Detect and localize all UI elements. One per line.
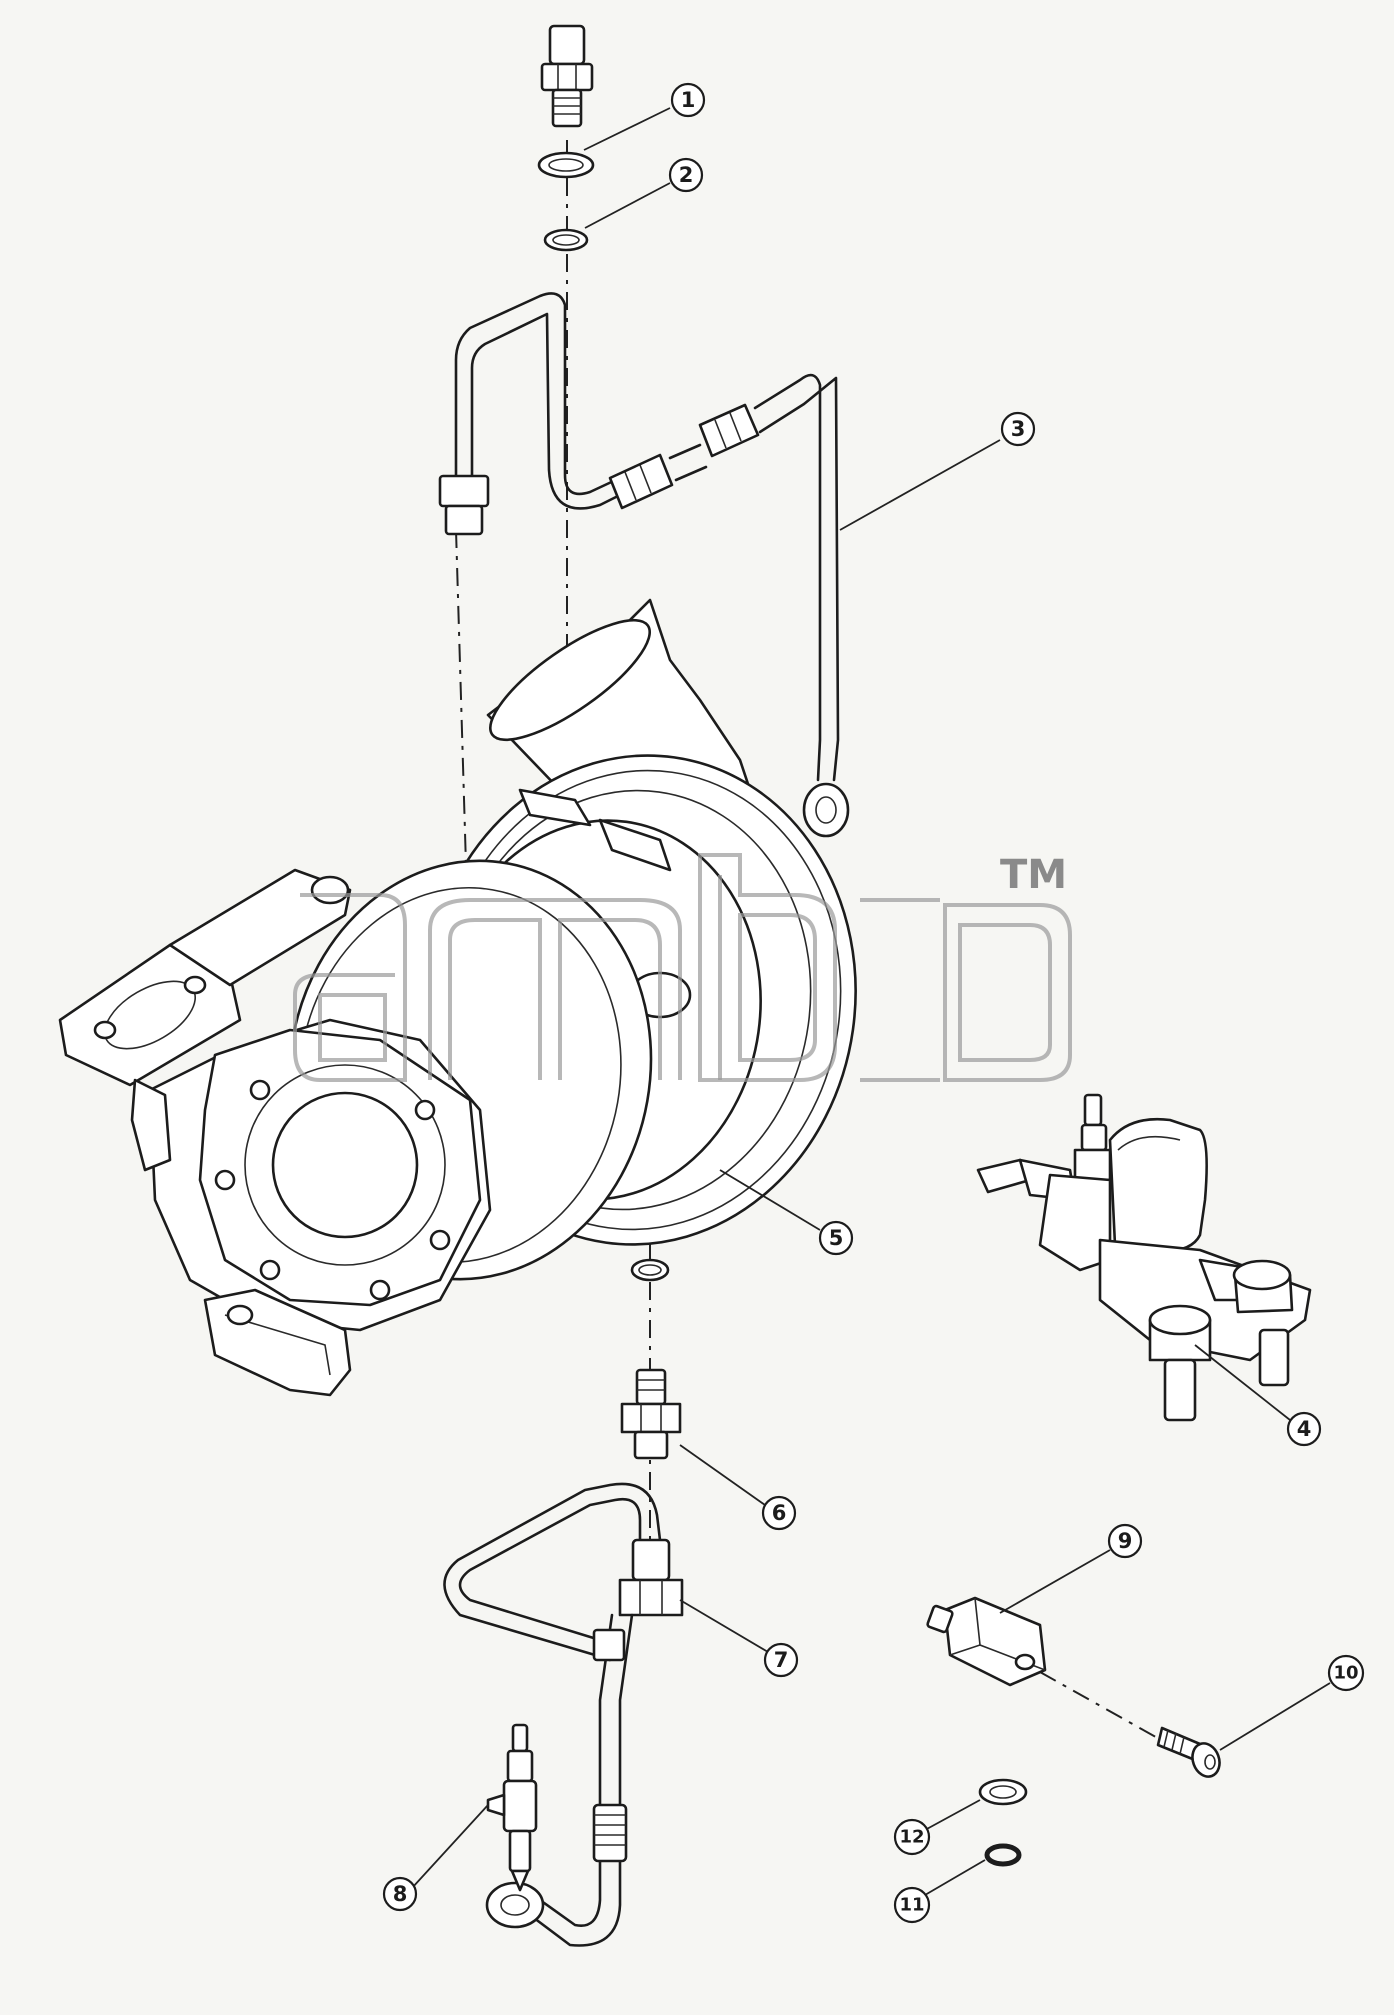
pipe-sleeve-b	[698, 403, 760, 458]
svg-text:3: 3	[1011, 417, 1026, 441]
callout-9: 9	[1107, 1523, 1143, 1559]
leader-lines	[411, 107, 1331, 1896]
svg-text:10: 10	[1333, 1663, 1358, 1684]
svg-text:5: 5	[829, 1226, 844, 1250]
trademark-symbol: TM	[1000, 852, 1067, 898]
callout-8: 8	[382, 1876, 418, 1912]
part-9-spacer	[926, 1596, 1047, 1687]
part-3-oil-feed-pipe	[438, 292, 850, 838]
watermark-logo: TM	[293, 852, 1072, 1082]
svg-text:9: 9	[1118, 1529, 1133, 1553]
callout-3: 3	[1000, 411, 1036, 447]
svg-text:6: 6	[772, 1501, 787, 1525]
callout-6: 6	[761, 1495, 797, 1531]
callout-10: 10	[1327, 1654, 1365, 1692]
part-8-check-valve	[486, 1723, 538, 1892]
part-12-washer	[978, 1778, 1028, 1806]
part-10-screw	[1156, 1726, 1221, 1778]
svg-text:12: 12	[899, 1827, 924, 1848]
svg-text:8: 8	[393, 1882, 408, 1906]
callout-5: 5	[818, 1220, 854, 1256]
part-4-solenoid-valve	[976, 1093, 1312, 1422]
callout-7: 7	[763, 1642, 799, 1678]
svg-text:1: 1	[681, 88, 696, 112]
svg-text:4: 4	[1297, 1417, 1312, 1441]
callout-4: 4	[1286, 1411, 1322, 1447]
svg-text:2: 2	[679, 163, 694, 187]
part-11-o-ring	[984, 1843, 1022, 1867]
pipe-sleeve-a	[608, 453, 674, 510]
svg-text:11: 11	[899, 1895, 924, 1916]
part-5-turbocharger	[58, 598, 857, 1397]
o-ring-below-turbo	[630, 1258, 670, 1282]
part-7-oil-drain-pipe	[443, 1482, 684, 1947]
part-1-union-fitting	[537, 24, 595, 179]
callout-12: 12	[893, 1818, 931, 1856]
callout-1: 1	[670, 82, 706, 118]
callout-11: 11	[893, 1886, 931, 1924]
svg-text:7: 7	[774, 1648, 789, 1672]
part-6-drain-fitting	[620, 1368, 682, 1460]
callout-2: 2	[668, 157, 704, 193]
part-2-washer	[543, 228, 589, 252]
